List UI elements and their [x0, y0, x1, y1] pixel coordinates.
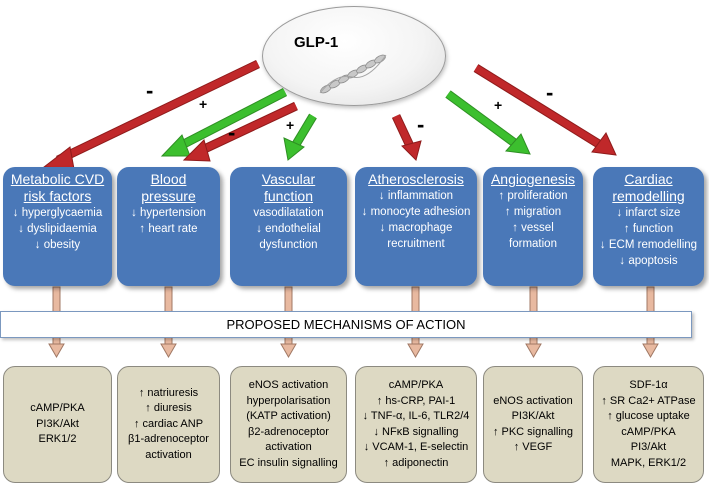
mechanism-line: PI3K/Akt — [36, 417, 79, 430]
effect-box-blood-pressure: Blood pressure ↓ hypertension ↑ heart ra… — [117, 167, 220, 286]
mechanism-box-atherosclerosis: cAMP/PKA ↑ hs-CRP, PAI-1 ↓ TNF-α, IL-6, … — [355, 366, 477, 483]
effect-box-angiogenesis: Angiogenesis ↑ proliferation ↑ migration… — [483, 167, 583, 286]
arrow-inhibit-atherosclerosis — [391, 114, 422, 161]
effect-line: ↑ vessel — [512, 222, 554, 234]
mechanisms-banner: PROPOSED MECHANISMS OF ACTION — [0, 311, 692, 338]
effect-line: ↓ obesity — [34, 239, 81, 251]
mechanism-box-vascular: eNOS activation hyperpolarisation (KATP … — [230, 366, 347, 483]
mechanism-line: cAMP/PKA — [388, 379, 444, 391]
effect-box-metabolic: Metabolic CVD risk factors ↓ hyperglycae… — [3, 167, 112, 286]
effect-title-line: Atherosclerosis — [368, 171, 464, 187]
effect-line: ↑ function — [623, 223, 674, 235]
mechanism-line: β1-adrenoceptor — [128, 433, 209, 446]
sign-metabolic: - — [146, 78, 154, 103]
effect-title-line: remodelling — [612, 188, 685, 204]
mechanism-line: activation — [145, 448, 192, 461]
glp1-oval — [262, 6, 446, 106]
mechanism-line: ↓ VCAM-1, E-selectin — [363, 441, 469, 453]
effect-line: recruitment — [387, 238, 445, 250]
mechanism-line: MAPK, ERK1/2 — [610, 456, 687, 469]
effect-box-vascular: Vascular function vasodilatation ↓ endot… — [230, 167, 347, 286]
mechanism-line: cAMP/PKA — [30, 402, 85, 415]
effect-line: ↓ ECM remodelling — [599, 239, 698, 251]
effect-line: ↑ heart rate — [139, 223, 198, 235]
effect-title-line: function — [263, 188, 314, 204]
mechanism-line: ↓ TNF-α, IL-6, TLR2/4 — [362, 410, 470, 422]
effect-box-atherosclerosis: Atherosclerosis ↓ inflammation ↓ monocyt… — [355, 167, 477, 286]
peptide-helix-icon — [319, 54, 387, 94]
mechanism-box-metabolic: cAMP/PKA PI3K/Akt ERK1/2 — [3, 366, 112, 483]
effect-line: ↓ endothelial — [256, 223, 321, 235]
sign-athero: - — [417, 112, 425, 137]
mechanism-line: ↑ hs-CRP, PAI-1 — [376, 394, 456, 407]
effect-title-line: Angiogenesis — [490, 171, 576, 187]
mechanism-line: PI3/Akt — [630, 441, 667, 453]
effect-line: vasodilatation — [253, 207, 324, 219]
effect-line: ↑ proliferation — [498, 190, 568, 202]
mechanism-line: eNOS activation — [248, 379, 329, 391]
sign-cardiac: - — [546, 80, 554, 105]
sign-vascular: + — [286, 117, 295, 133]
arrow-promote-blood-pressure — [160, 87, 288, 157]
effect-line: ↑ migration — [504, 206, 562, 218]
mechanism-box-blood-pressure: ↑ natriuresis ↑ diuresis ↑ cardiac ANP β… — [117, 366, 220, 483]
sign-bp-minus: - — [228, 120, 236, 145]
mechanism-line: ↑ SR Ca2+ ATPase — [601, 394, 696, 407]
effect-line: ↓ macrophage — [379, 222, 453, 234]
effect-line: ↓ inflammation — [378, 190, 454, 202]
arrow-inhibit-metabolic — [42, 59, 260, 170]
effect-box-cardiac: Cardiac remodelling ↓ infarct size ↑ fun… — [593, 167, 704, 286]
mechanism-line: ↓ NFκB signalling — [373, 425, 459, 438]
mechanism-box-cardiac: SDF-1α ↑ SR Ca2+ ATPase ↑ glucose uptake… — [593, 366, 704, 483]
effect-line: ↓ hyperglycaemia — [12, 207, 103, 219]
effect-line: ↓ infarct size — [616, 207, 681, 219]
mechanism-line: ↑ cardiac ANP — [133, 417, 204, 430]
effect-line: ↓ monocyte adhesion — [361, 206, 471, 218]
arrow-promote-angiogenesis — [445, 90, 531, 155]
mechanism-line: ERK1/2 — [38, 433, 77, 446]
effect-line: ↓ dyslipidaemia — [18, 223, 97, 235]
mechanism-line: cAMP/PKA — [621, 425, 676, 438]
mechanism-line: ↑ glucose uptake — [607, 410, 690, 422]
glp1-title: GLP-1 — [294, 34, 339, 51]
mechanism-line: ↑ natriuresis — [138, 386, 199, 399]
mechanism-line: ↑ VEGF — [513, 441, 553, 453]
effect-line: formation — [509, 238, 557, 250]
mechanism-line: β2-adrenoceptor — [248, 425, 329, 438]
effect-title-line: Vascular — [261, 171, 316, 187]
mechanism-line: SDF-1α — [629, 379, 668, 391]
effect-line: ↓ apoptosis — [619, 255, 678, 267]
arrow-inhibit-cardiac — [473, 64, 617, 156]
sign-angio: + — [494, 97, 503, 113]
mechanism-line: activation — [265, 441, 312, 453]
mechanism-box-angiogenesis: eNOS activation PI3K/Akt ↑ PKC signallin… — [483, 366, 583, 483]
mechanism-line: EC insulin signalling — [239, 456, 338, 469]
sign-bp-plus: + — [199, 96, 208, 112]
effect-title-line: Cardiac — [624, 171, 673, 187]
effect-title-line: risk factors — [23, 188, 92, 204]
mechanism-line: ↑ diuresis — [145, 402, 192, 415]
arrow-promote-vascular — [283, 113, 317, 161]
mechanism-line: PI3K/Akt — [511, 410, 555, 422]
mechanism-line: ↑ PKC signalling — [492, 425, 574, 438]
effect-title-line: Metabolic CVD — [10, 171, 105, 187]
mechanism-line: eNOS activation — [493, 394, 573, 407]
mechanism-line: (KATP activation) — [246, 410, 331, 422]
mechanism-line: hyperpolarisation — [246, 394, 331, 407]
arrow-inhibit-blood-pressure — [182, 101, 298, 162]
effect-line: ↓ hypertension — [131, 207, 206, 219]
effect-title-line: pressure — [141, 188, 196, 204]
effect-title-line: Blood — [150, 171, 187, 187]
effect-line: dysfunction — [259, 239, 318, 251]
mechanism-line: ↑ adiponectin — [383, 456, 449, 469]
